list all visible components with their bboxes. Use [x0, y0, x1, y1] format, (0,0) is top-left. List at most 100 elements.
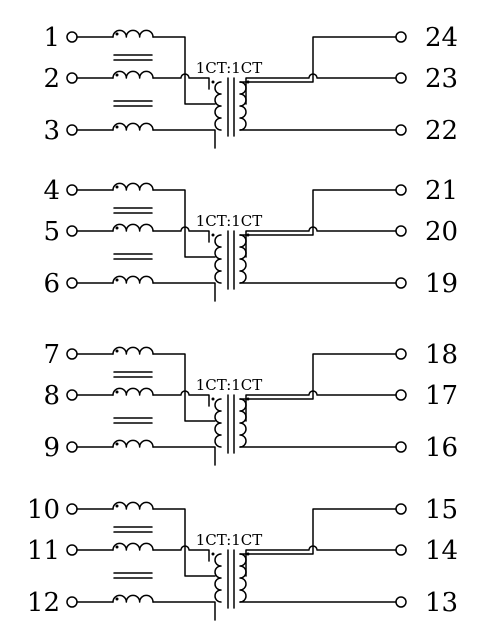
pin-terminal: [395, 277, 407, 289]
pin-terminal: [395, 544, 407, 556]
pin-label: 14: [425, 536, 458, 566]
primary-coil: [214, 234, 222, 284]
primary-wire: [152, 36, 216, 105]
pin-terminal: [66, 31, 78, 43]
pin-terminal: [66, 348, 78, 360]
pin-terminal: [66, 389, 78, 401]
polarity-dot: [115, 597, 119, 601]
polarity-dot: [211, 552, 215, 556]
center-tap-wire: [152, 390, 210, 407]
pin-terminal: [66, 184, 78, 196]
pin-terminal: [395, 184, 407, 196]
channel-4: 10 15 11 14 12 13 1CT:1CT: [27, 495, 458, 621]
choke-coil: [112, 70, 154, 79]
polarity-dot: [115, 185, 119, 189]
secondary-coil: [239, 81, 247, 131]
secondary-center-tap-wire: [245, 226, 397, 258]
secondary-center-tap-wire: [245, 73, 397, 105]
pin-label: 12: [27, 588, 60, 618]
polarity-dot: [115, 73, 119, 77]
turns-ratio-label: 1CT:1CT: [196, 212, 263, 230]
pin-label: 1: [43, 23, 60, 53]
polarity-dot: [115, 349, 119, 353]
pin-terminal: [66, 503, 78, 515]
pin-label: 4: [43, 176, 60, 206]
pin-terminal: [395, 441, 407, 453]
pin-label: 22: [425, 116, 458, 146]
pin-label: 13: [425, 588, 458, 618]
pin-label: 8: [43, 381, 60, 411]
pin-label: 5: [43, 217, 60, 247]
choke-coil: [112, 223, 154, 232]
channel-1: 1 24 2 23 3 22 1CT:1CT: [43, 23, 458, 149]
pin-label: 20: [425, 217, 458, 247]
polarity-dot: [211, 397, 215, 401]
pin-label: 16: [425, 433, 458, 463]
pin-label: 17: [425, 381, 458, 411]
turns-ratio-label: 1CT:1CT: [196, 376, 263, 394]
pin-terminal: [66, 225, 78, 237]
pin-label: 11: [27, 536, 60, 566]
choke-coil: [112, 594, 154, 603]
pin-label: 2: [43, 64, 60, 94]
pin-label: 15: [425, 495, 458, 525]
pin-label: 24: [425, 23, 458, 53]
pin-label: 3: [43, 116, 60, 146]
pin-terminal: [395, 225, 407, 237]
center-tap-wire: [152, 545, 210, 562]
pin-terminal: [395, 503, 407, 515]
secondary-wire: [239, 353, 397, 400]
primary-wire: [152, 353, 216, 422]
polarity-dot: [115, 32, 119, 36]
pin-terminal: [395, 389, 407, 401]
choke-coil: [112, 122, 154, 131]
pin-terminal: [395, 124, 407, 136]
choke-coil: [112, 182, 154, 191]
polarity-dot: [115, 504, 119, 508]
pin-terminal: [395, 31, 407, 43]
primary-wire: [152, 508, 216, 577]
turns-ratio-label: 1CT:1CT: [196, 59, 263, 77]
pin-label: 23: [425, 64, 458, 94]
primary-coil: [214, 553, 222, 603]
primary-wire: [152, 282, 216, 302]
pin-terminal: [66, 277, 78, 289]
choke-coil: [112, 501, 154, 510]
pin-terminal: [395, 72, 407, 84]
pin-terminal: [395, 596, 407, 608]
choke-coil: [112, 29, 154, 38]
pin-label: 21: [425, 176, 458, 206]
secondary-coil: [239, 553, 247, 603]
pin-terminal: [395, 348, 407, 360]
secondary-wire: [239, 189, 397, 236]
polarity-dot: [115, 278, 119, 282]
primary-coil: [214, 398, 222, 448]
pin-label: 9: [43, 433, 60, 463]
choke-coil: [112, 346, 154, 355]
secondary-center-tap-wire: [245, 545, 397, 577]
choke-coil: [112, 439, 154, 448]
secondary-wire: [239, 36, 397, 83]
polarity-dot: [115, 545, 119, 549]
pin-terminal: [66, 544, 78, 556]
choke-coil: [112, 387, 154, 396]
primary-wire: [152, 129, 216, 149]
primary-wire: [152, 601, 216, 621]
turns-ratio-label: 1CT:1CT: [196, 531, 263, 549]
polarity-dot: [115, 226, 119, 230]
secondary-coil: [239, 398, 247, 448]
pin-terminal: [66, 124, 78, 136]
pin-terminal: [66, 596, 78, 608]
pin-label: 7: [43, 340, 60, 370]
pin-label: 10: [27, 495, 60, 525]
polarity-dot: [211, 80, 215, 84]
primary-coil: [214, 81, 222, 131]
polarity-dot: [115, 442, 119, 446]
secondary-wire: [239, 508, 397, 555]
polarity-dot: [211, 233, 215, 237]
choke-coil: [112, 275, 154, 284]
secondary-center-tap-wire: [245, 390, 397, 422]
